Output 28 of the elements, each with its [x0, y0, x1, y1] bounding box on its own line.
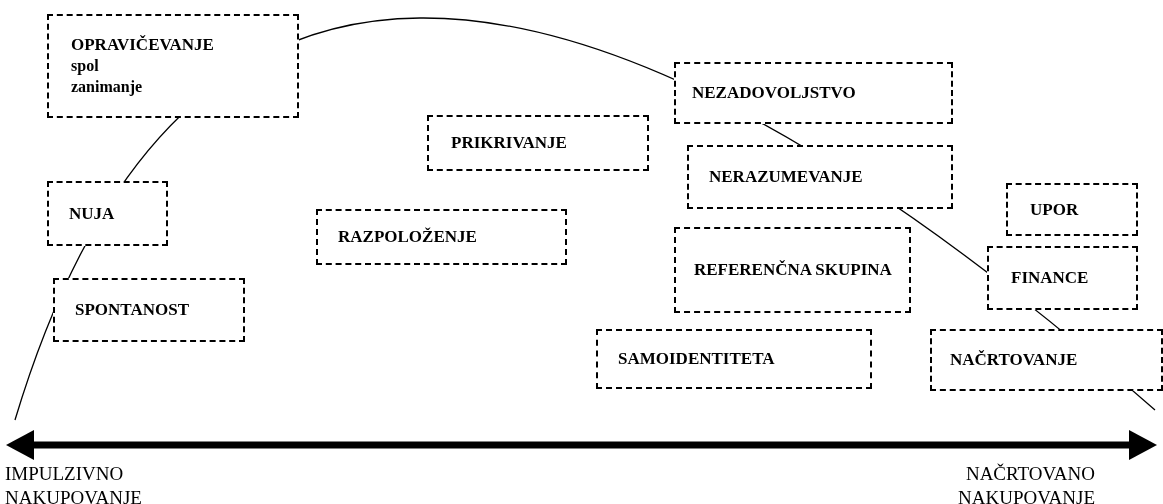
- dashed-box: [47, 14, 299, 118]
- box-title: NUJA: [69, 202, 116, 225]
- box-title: UPOR: [1030, 198, 1080, 221]
- dashed-box: [316, 209, 567, 265]
- axis-end-label: IMPULZIVNO NAKUPOVANJE: [5, 462, 143, 504]
- dashed-box: [47, 181, 168, 246]
- dashed-box: [596, 329, 872, 389]
- dashed-box: [674, 227, 911, 313]
- box-title: NEZADOVOLJSTVO: [692, 82, 857, 104]
- dashed-box: [930, 329, 1163, 391]
- box-item: zanimanje: [71, 76, 144, 98]
- dashed-box: [53, 278, 245, 342]
- dashed-box: [687, 145, 953, 209]
- box-title: FINANCE: [1011, 267, 1090, 289]
- box-title: SAMOIDENTITETA: [618, 348, 776, 370]
- box-title: OPRAVIČEVANJE: [71, 34, 215, 56]
- box-title: REFERENČNA SKUPINA: [694, 259, 893, 281]
- dashed-box: [987, 246, 1138, 310]
- box-title: PRIKRIVANJE: [451, 132, 568, 154]
- dashed-box: [674, 62, 953, 124]
- dashed-box: [427, 115, 649, 171]
- axis-end-label: NAČRTOVANO NAKUPOVANJE: [957, 462, 1095, 504]
- box-title: SPONTANOST: [75, 299, 190, 321]
- dashed-box: [1006, 183, 1138, 236]
- box-title: RAZPOLOŽENJE: [338, 226, 478, 248]
- box-item: spol: [71, 56, 100, 77]
- box-title: NERAZUMEVANJE: [709, 166, 864, 188]
- box-title: NAČRTOVANJE: [950, 349, 1079, 371]
